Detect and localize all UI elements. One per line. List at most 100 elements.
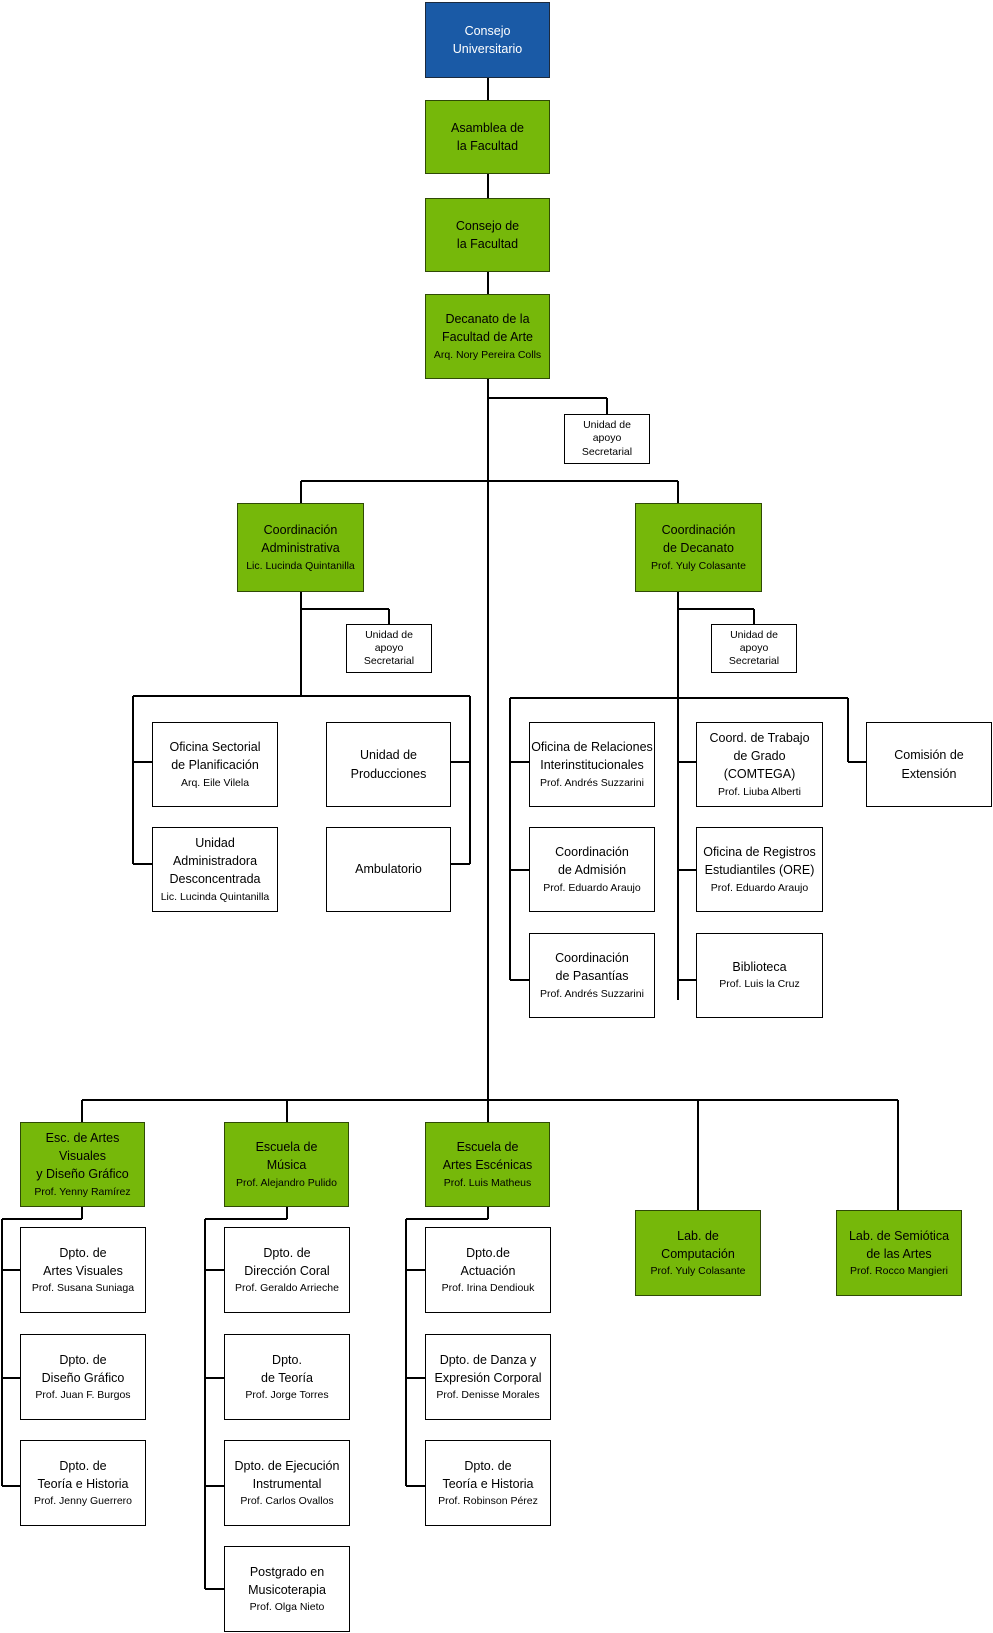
node-person: Prof. Olga Nieto xyxy=(249,1601,325,1614)
node-title-line: Escuela de xyxy=(255,1140,318,1155)
node-title-line: Unidad Administradora xyxy=(172,836,258,869)
node-person: Lic. Lucinda Quintanilla xyxy=(160,890,270,903)
node-title-line: Oficina Sectorial xyxy=(169,740,261,755)
node-title-line: Extensión xyxy=(901,766,957,781)
node-person: Prof. Denisse Morales xyxy=(436,1389,540,1402)
node-title-line: Ambulatorio xyxy=(355,862,422,877)
node-title-line: Música xyxy=(266,1158,307,1173)
node-title-line: Dpto. de Danza y xyxy=(439,1352,537,1367)
node-title-line: Artes Visuales xyxy=(43,1263,123,1278)
node-title-line: Desconcentrada xyxy=(169,872,261,887)
node-person: Arq. Nory Pereira Colls xyxy=(433,348,542,361)
node-person: Prof. Alejandro Pulido xyxy=(236,1176,337,1189)
node-person: Prof. Eduardo Araujo xyxy=(710,881,809,894)
node-unidad-producciones: Unidad de Producciones xyxy=(326,722,451,807)
node-person: Prof. Robinson Pérez xyxy=(438,1495,538,1508)
node-title-line: Lab. de Semiótica xyxy=(848,1228,950,1243)
node-title-line: Producciones xyxy=(350,766,427,781)
node-title-line: Dpto. de Ejecución xyxy=(234,1458,340,1473)
node-title-line: Artes Escénicas xyxy=(442,1158,533,1173)
node-person: Prof. Jorge Torres xyxy=(245,1389,329,1402)
node-title-line: Comisión de xyxy=(894,748,964,763)
node-comision-extension: Comisión de Extensión xyxy=(866,722,992,807)
node-title-line: Consejo xyxy=(464,23,511,38)
node-title-line: Universitario xyxy=(452,42,523,56)
node-title-line: Coordinación xyxy=(661,523,736,538)
node-title-line: Unidad de xyxy=(360,748,417,763)
node-title-line: Biblioteca xyxy=(732,960,787,975)
node-title-line: de Grado (COMTEGA) xyxy=(723,749,796,782)
node-title-line: Unidad de xyxy=(583,419,631,432)
node-title-line: Escuela de xyxy=(456,1140,519,1155)
node-title-line: Musicoterapia xyxy=(248,1582,326,1597)
node-title-line: de Pasantías xyxy=(555,969,629,984)
node-title-line: Dpto. xyxy=(272,1352,302,1367)
node-title-line: de Planificación xyxy=(171,758,259,773)
node-title-line: Unidad de xyxy=(365,628,413,641)
node-title-line: y Diseño Gráfico xyxy=(36,1167,129,1182)
node-title-line: Lab. de xyxy=(677,1228,719,1243)
node-title-line: la Facultad xyxy=(456,139,519,153)
node-ambulatorio: Ambulatorio xyxy=(326,827,451,912)
node-person: Prof. Eduardo Araujo xyxy=(543,881,641,894)
node-title-line: Coordinación xyxy=(263,523,338,538)
node-title-line: Postgrado en xyxy=(249,1564,325,1579)
node-title-line: Administrativa xyxy=(261,541,340,556)
node-person: Prof. Yuly Colasante xyxy=(650,1265,746,1278)
node-person: Prof. Jenny Guerrero xyxy=(33,1495,133,1508)
node-title-line: Computación xyxy=(661,1246,735,1261)
node-title-line: Instrumental xyxy=(252,1476,322,1491)
node-title-line: Dpto.de xyxy=(466,1245,510,1260)
node-title-line: Secretarial xyxy=(728,655,780,668)
node-person: Prof. Juan F. Burgos xyxy=(35,1389,131,1402)
node-title-line: Oficina de Relaciones xyxy=(531,740,653,755)
node-title-line: Teoría e Historia xyxy=(37,1476,129,1491)
node-title-line: Diseño Gráfico xyxy=(41,1370,125,1385)
node-title-line: apoyo xyxy=(592,432,622,445)
node-title-line: de Decanato xyxy=(663,541,734,556)
node-title-line: Coordinación xyxy=(555,845,629,860)
node-person: Prof. Rocco Mangieri xyxy=(849,1265,949,1278)
node-title-line: Expresión Corporal xyxy=(434,1370,542,1385)
node-title-line: Dpto. de xyxy=(59,1245,107,1260)
node-title-line: de las Artes xyxy=(866,1246,932,1261)
node-title-line: Esc. de Artes Visuales xyxy=(45,1131,120,1164)
node-title-line: de Admisión xyxy=(557,863,627,878)
node-person: Prof. Liuba Alberti xyxy=(718,785,801,798)
node-title-line: Unidad de xyxy=(730,628,778,641)
node-title-line: Actuación xyxy=(460,1263,516,1278)
node-title-line: Dirección Coral xyxy=(244,1263,330,1278)
node-person: Prof. Carlos Ovallos xyxy=(240,1495,334,1508)
node-title-line: Secretarial xyxy=(581,445,633,458)
node-person: Arq. Eile Vilela xyxy=(180,776,250,789)
node-person: Prof. Geraldo Arrieche xyxy=(235,1282,339,1295)
node-title-line: apoyo xyxy=(374,641,404,654)
